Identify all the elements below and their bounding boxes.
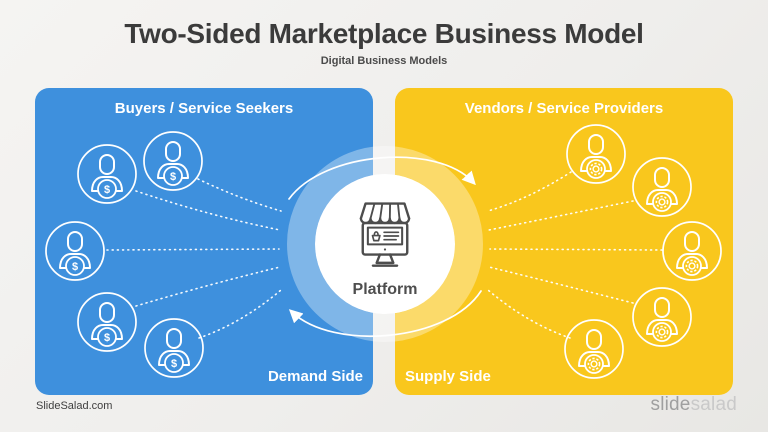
vendor-person-icon (662, 221, 722, 281)
buyer-icon: $ (44, 220, 106, 282)
demand-panel-header: Buyers / Service Seekers (114, 100, 294, 117)
vendor-icon (631, 156, 693, 218)
vendor-person-icon (632, 157, 692, 217)
supply-side-label: Supply Side (405, 368, 491, 385)
vendor-icon (563, 318, 625, 380)
slide-subtitle: Digital Business Models (320, 55, 448, 67)
dollar-badge: $ (171, 358, 177, 370)
gear-icon (655, 195, 669, 209)
supply-panel-header: Vendors / Service Providers (464, 100, 664, 117)
gear-icon (587, 357, 601, 371)
buyer-person-icon: $ (77, 144, 137, 204)
buyer-person-icon: $ (144, 318, 204, 378)
demand-side-label: Demand Side (267, 368, 363, 385)
gear-icon (655, 325, 669, 339)
slide-title: Two-Sided Marketplace Business Model (124, 18, 644, 49)
buyer-icon: $ (76, 291, 138, 353)
vendor-icon (661, 220, 723, 282)
gear-icon (589, 162, 603, 176)
dollar-badge: $ (170, 171, 176, 183)
platform-label: Platform (352, 281, 418, 298)
buyer-icon: $ (142, 130, 204, 192)
vendor-icon (565, 123, 627, 185)
buyer-icon: $ (143, 317, 205, 379)
logo-text-slide: slide (650, 394, 691, 415)
buyer-person-icon: $ (45, 221, 105, 281)
buyer-icon: $ (76, 143, 138, 205)
storefront-monitor-icon (349, 198, 421, 274)
vendor-icon (631, 286, 693, 348)
gear-icon (685, 259, 699, 273)
website-credit: SlideSalad.com (36, 400, 113, 412)
buyer-person-icon: $ (143, 131, 203, 191)
dollar-badge: $ (104, 332, 110, 344)
buyer-person-icon: $ (77, 292, 137, 352)
vendor-person-icon (566, 124, 626, 184)
dollar-badge: $ (104, 184, 110, 196)
dollar-badge: $ (72, 261, 78, 273)
slidesalad-logo: slidesalad (651, 394, 738, 416)
vendor-person-icon (632, 287, 692, 347)
logo-text-salad: salad (690, 394, 737, 415)
vendor-person-icon (564, 319, 624, 379)
